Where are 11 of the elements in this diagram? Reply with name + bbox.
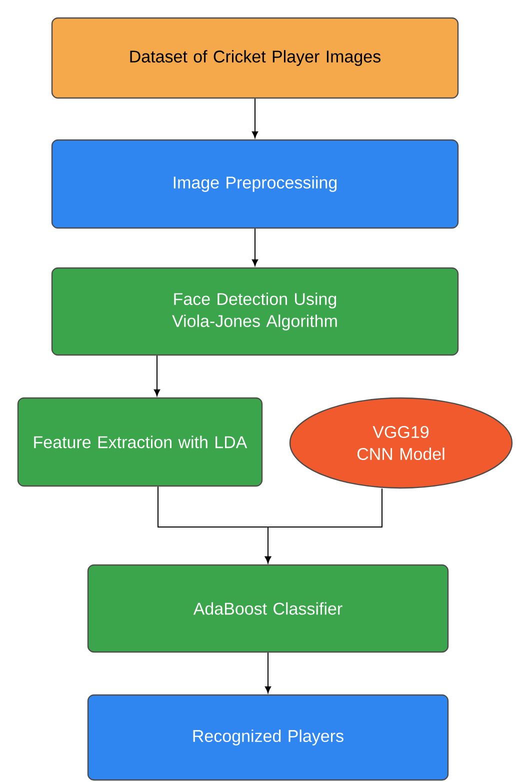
arrow [264,652,272,694]
process-box: Image Preprocessiing [51,139,459,229]
process-box: Feature Extraction with LDA [17,397,263,487]
arrow [252,98,258,138]
process-box: Dataset of Cricket Player Images [51,17,459,99]
process-box: Recognized Players [87,694,449,781]
arrow [264,488,382,564]
arrow [154,355,160,396]
arrow [252,228,258,266]
process-box: AdaBoost Classifier [87,564,449,653]
process-box: Face Detection Using Viola-Jones Algorithm [51,267,459,356]
